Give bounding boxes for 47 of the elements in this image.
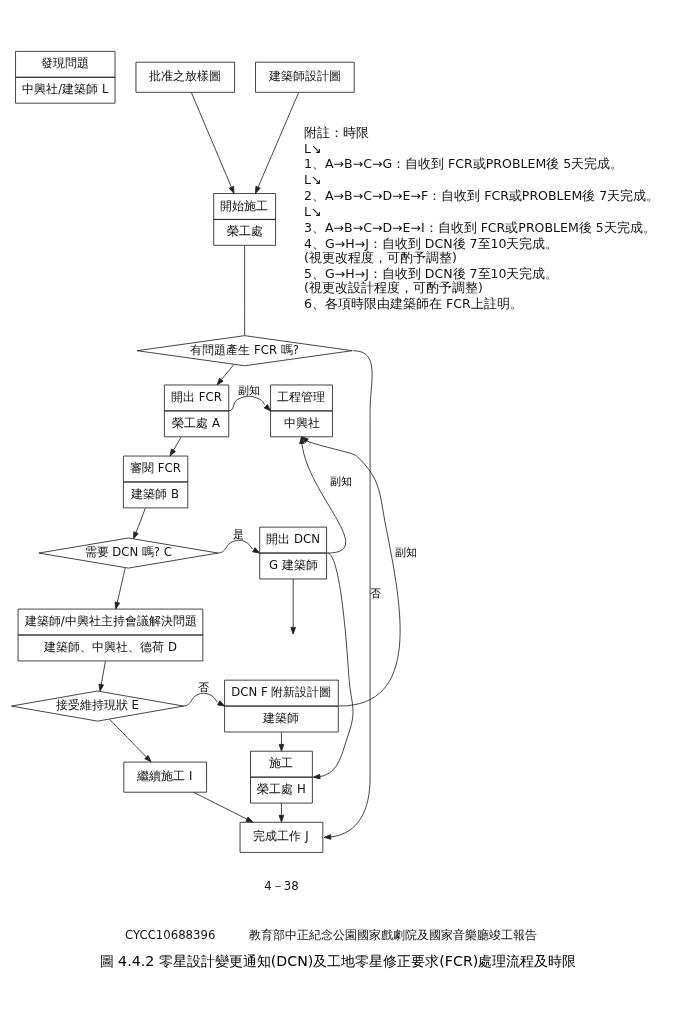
node-box: 繼續施工 I <box>123 761 208 793</box>
label: 4、G→H→J：自收到 DCN後 7至10天完成。(視更改程度，可酌予調整) <box>304 235 559 265</box>
arrow <box>114 566 126 609</box>
label: 5、G→H→J：自收到 DCN後 7至10天完成。(視更改設計程度，可酌予調整) <box>304 265 559 295</box>
arrow <box>278 802 285 822</box>
node-box: 批准之放樣圖 <box>135 61 236 93</box>
node-box: 完成工作 J <box>239 821 324 853</box>
node-diamond: 需要 DCN 嗎? C <box>38 537 219 569</box>
arrow <box>323 349 373 840</box>
label: 4－38 <box>264 878 299 893</box>
label: L↘ <box>304 140 322 156</box>
node-diamond: 接受維持現狀 E <box>10 690 184 722</box>
label: 2、A→B→C→D→E→F：自收到 FCR或PROBLEM後 7天完成。 <box>304 187 660 203</box>
arrow <box>312 552 354 779</box>
arrow <box>299 435 347 553</box>
edge-label: 副知 <box>395 545 418 559</box>
arrow <box>217 539 261 553</box>
edge-label: 副知 <box>329 474 352 488</box>
arrow <box>255 91 300 194</box>
label: CYCC10688396 <box>125 927 216 942</box>
arrow <box>190 91 235 194</box>
label: 3、A→B→C→D→E→I：自收到 FCR或PROBLEM後 5天完成。 <box>304 219 656 235</box>
label: 6、各項時限由建築師在 FCR上註明。 <box>304 295 523 311</box>
edge-label: 是 <box>233 527 245 540</box>
arrow <box>109 718 152 762</box>
arrow <box>169 436 182 456</box>
label: 附註：時限 <box>304 124 370 140</box>
caption: 圖 4.4.2 零星設計變更通知(DCN)及工地零星修正要求(FCR)處理流程及時限 <box>99 952 577 969</box>
arrow <box>193 791 254 823</box>
edge-label: 否 <box>198 680 210 694</box>
label: 教育部中正紀念公園國家戲劇院及國家音樂廳竣工報告 <box>249 927 538 942</box>
arrow <box>182 692 225 706</box>
node-box: 建築師設計圖 <box>255 61 355 93</box>
arrow <box>216 363 235 385</box>
node-diamond: 有問題產生 FCR 嗎? <box>136 334 353 366</box>
arrow <box>98 660 106 691</box>
edge-label: 副知 <box>237 383 260 397</box>
label: L↘ <box>304 203 322 219</box>
arrow <box>133 507 146 539</box>
connector <box>244 244 246 336</box>
edge-label: 否 <box>370 586 382 600</box>
label: L↘ <box>304 171 322 187</box>
arrow <box>301 435 401 706</box>
arrow <box>290 578 296 634</box>
arrow <box>278 731 285 752</box>
arrow <box>227 395 271 411</box>
label: 1、A→B→C→G：自收到 FCR或PROBLEM後 5天完成。 <box>304 155 624 171</box>
